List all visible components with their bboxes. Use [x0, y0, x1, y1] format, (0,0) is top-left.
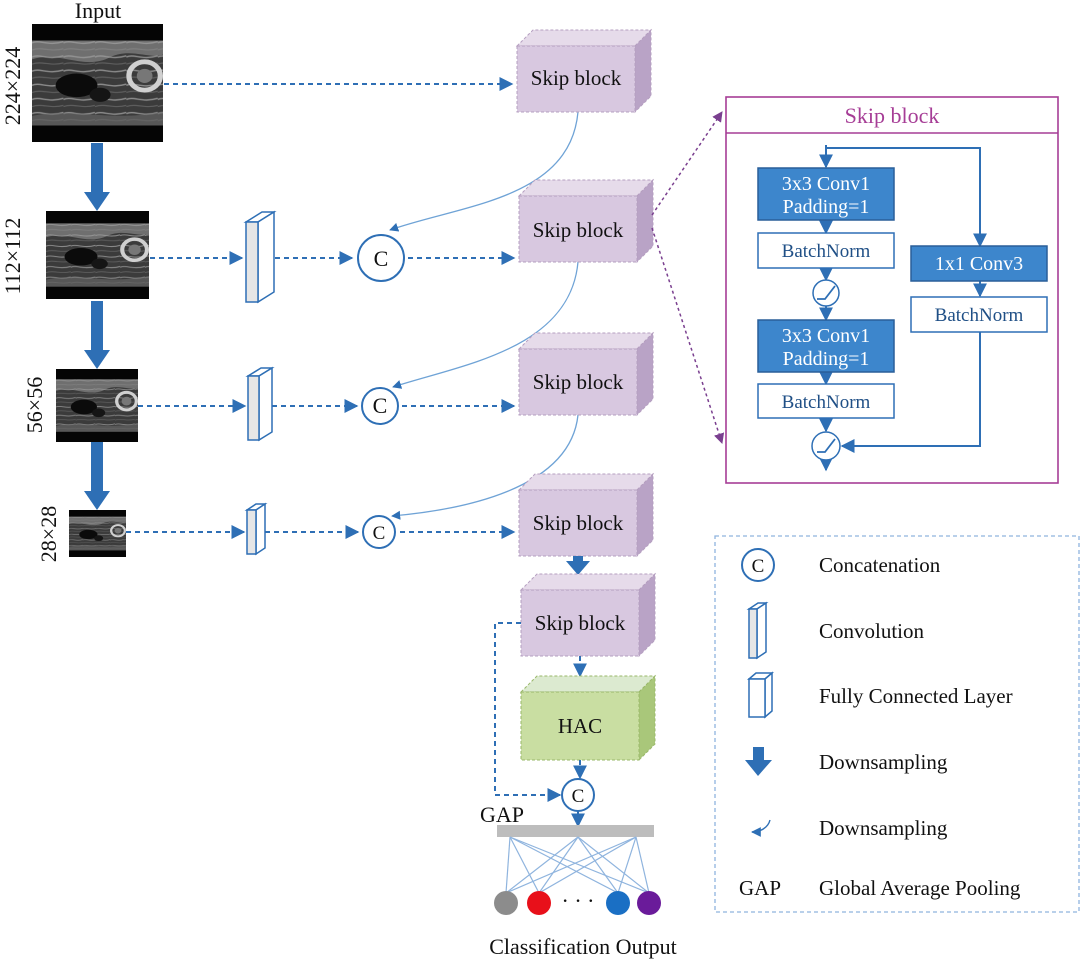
legend-label-gap: Global Average Pooling — [819, 876, 1021, 900]
convolution-layer — [243, 210, 277, 304]
detail-conv1-block: 3x3 Conv1 Padding=1 — [757, 167, 895, 221]
legend-convolution-icon — [746, 601, 769, 660]
svg-text:C: C — [374, 246, 389, 271]
concatenation-node: C — [362, 515, 396, 549]
output-node — [494, 891, 518, 915]
svg-text:C: C — [373, 523, 386, 544]
skip-connection — [391, 414, 579, 520]
skip-block-4: Skip block — [517, 472, 655, 558]
legend-concatenation-icon: C — [741, 548, 775, 582]
skip-block-1: Skip block — [515, 28, 653, 114]
skip-block-detail: Skip block 3x3 Conv1 Padding=1 BatchNorm… — [725, 96, 1059, 484]
svg-text:3x3 Conv1: 3x3 Conv1 — [782, 173, 870, 195]
detail-batchnorm-2: BatchNorm — [757, 383, 895, 419]
svg-text:Skip block: Skip block — [531, 66, 622, 90]
input-label: Input — [75, 0, 121, 23]
svg-text:Skip block: Skip block — [533, 370, 624, 394]
svg-text:1x1 Conv3: 1x1 Conv3 — [935, 253, 1023, 275]
gap-layer — [497, 825, 654, 837]
skip-block-5: Skip block — [519, 572, 657, 658]
output-ellipsis: · · · — [562, 888, 595, 913]
concatenation-node: C — [561, 778, 595, 812]
skip-connection — [389, 111, 579, 232]
legend-label-concatenation: Concatenation — [819, 553, 941, 577]
legend: C Concatenation Convolution Fully Connec… — [714, 535, 1080, 913]
skip-connection — [392, 261, 579, 389]
zoom-line — [651, 227, 725, 444]
detail-batchnorm-1: BatchNorm — [757, 232, 895, 269]
input-image-224 — [32, 24, 163, 142]
svg-text:BatchNorm: BatchNorm — [782, 241, 871, 262]
downsampling-arrow — [566, 556, 590, 575]
input-image-56 — [54, 367, 140, 444]
legend-label-downsampling-thin: Downsampling — [819, 816, 948, 840]
resolution-label-28: 28×28 — [36, 506, 61, 562]
legend-thick-arrow-icon — [745, 747, 772, 776]
concatenation-node: C — [357, 234, 405, 282]
svg-text:BatchNorm: BatchNorm — [935, 305, 1024, 326]
legend-label-convolution: Convolution — [819, 619, 925, 643]
hac-label: HAC — [558, 714, 602, 738]
svg-text:Skip block: Skip block — [533, 218, 624, 242]
resolution-label-224: 224×224 — [0, 47, 25, 125]
detail-batchnorm-3: BatchNorm — [910, 296, 1048, 333]
legend-fully-connected-icon — [746, 671, 775, 719]
convolution-layer — [245, 366, 275, 442]
svg-text:BatchNorm: BatchNorm — [782, 392, 871, 413]
detail-relu-2-icon — [811, 431, 841, 461]
detail-title: Skip block — [845, 103, 940, 128]
downsampling-arrow — [84, 442, 110, 510]
zoom-line — [651, 111, 723, 216]
svg-text:3x3 Conv1: 3x3 Conv1 — [782, 325, 870, 347]
detail-conv3-block: 1x1 Conv3 — [910, 245, 1048, 282]
svg-text:Padding=1: Padding=1 — [783, 348, 870, 370]
svg-text:Skip block: Skip block — [535, 611, 626, 635]
hac-block: HAC — [519, 674, 657, 762]
svg-text:C: C — [752, 556, 765, 577]
output-node — [606, 891, 630, 915]
svg-text:Padding=1: Padding=1 — [783, 196, 870, 218]
skip-block-2: Skip block — [517, 178, 655, 264]
fully-connected-lines — [505, 836, 650, 894]
input-image-28 — [67, 508, 128, 559]
downsampling-arrow — [84, 143, 110, 211]
legend-gap-symbol: GAP — [739, 876, 781, 900]
gap-label: GAP — [480, 802, 524, 827]
bypass-connection — [494, 622, 562, 802]
classification-output-label: Classification Output — [489, 934, 677, 959]
legend-label-downsampling-thick: Downsampling — [819, 750, 948, 774]
downsampling-arrow — [84, 301, 110, 369]
detail-conv2-block: 3x3 Conv1 Padding=1 — [757, 319, 895, 373]
svg-text:Skip block: Skip block — [533, 511, 624, 535]
resolution-label-112: 112×112 — [0, 218, 25, 295]
output-node — [637, 891, 661, 915]
convolution-layer — [244, 502, 268, 556]
output-node — [527, 891, 551, 915]
input-image-112 — [46, 211, 149, 299]
legend-label-fully-connected: Fully Connected Layer — [819, 684, 1013, 708]
skip-block-3: Skip block — [517, 331, 655, 417]
resolution-label-56: 56×56 — [22, 377, 47, 433]
svg-text:C: C — [572, 786, 585, 807]
concatenation-node: C — [361, 387, 399, 425]
svg-text:C: C — [373, 393, 388, 418]
legend-thin-arrow-icon — [751, 819, 771, 837]
detail-relu-1-icon — [812, 279, 840, 307]
